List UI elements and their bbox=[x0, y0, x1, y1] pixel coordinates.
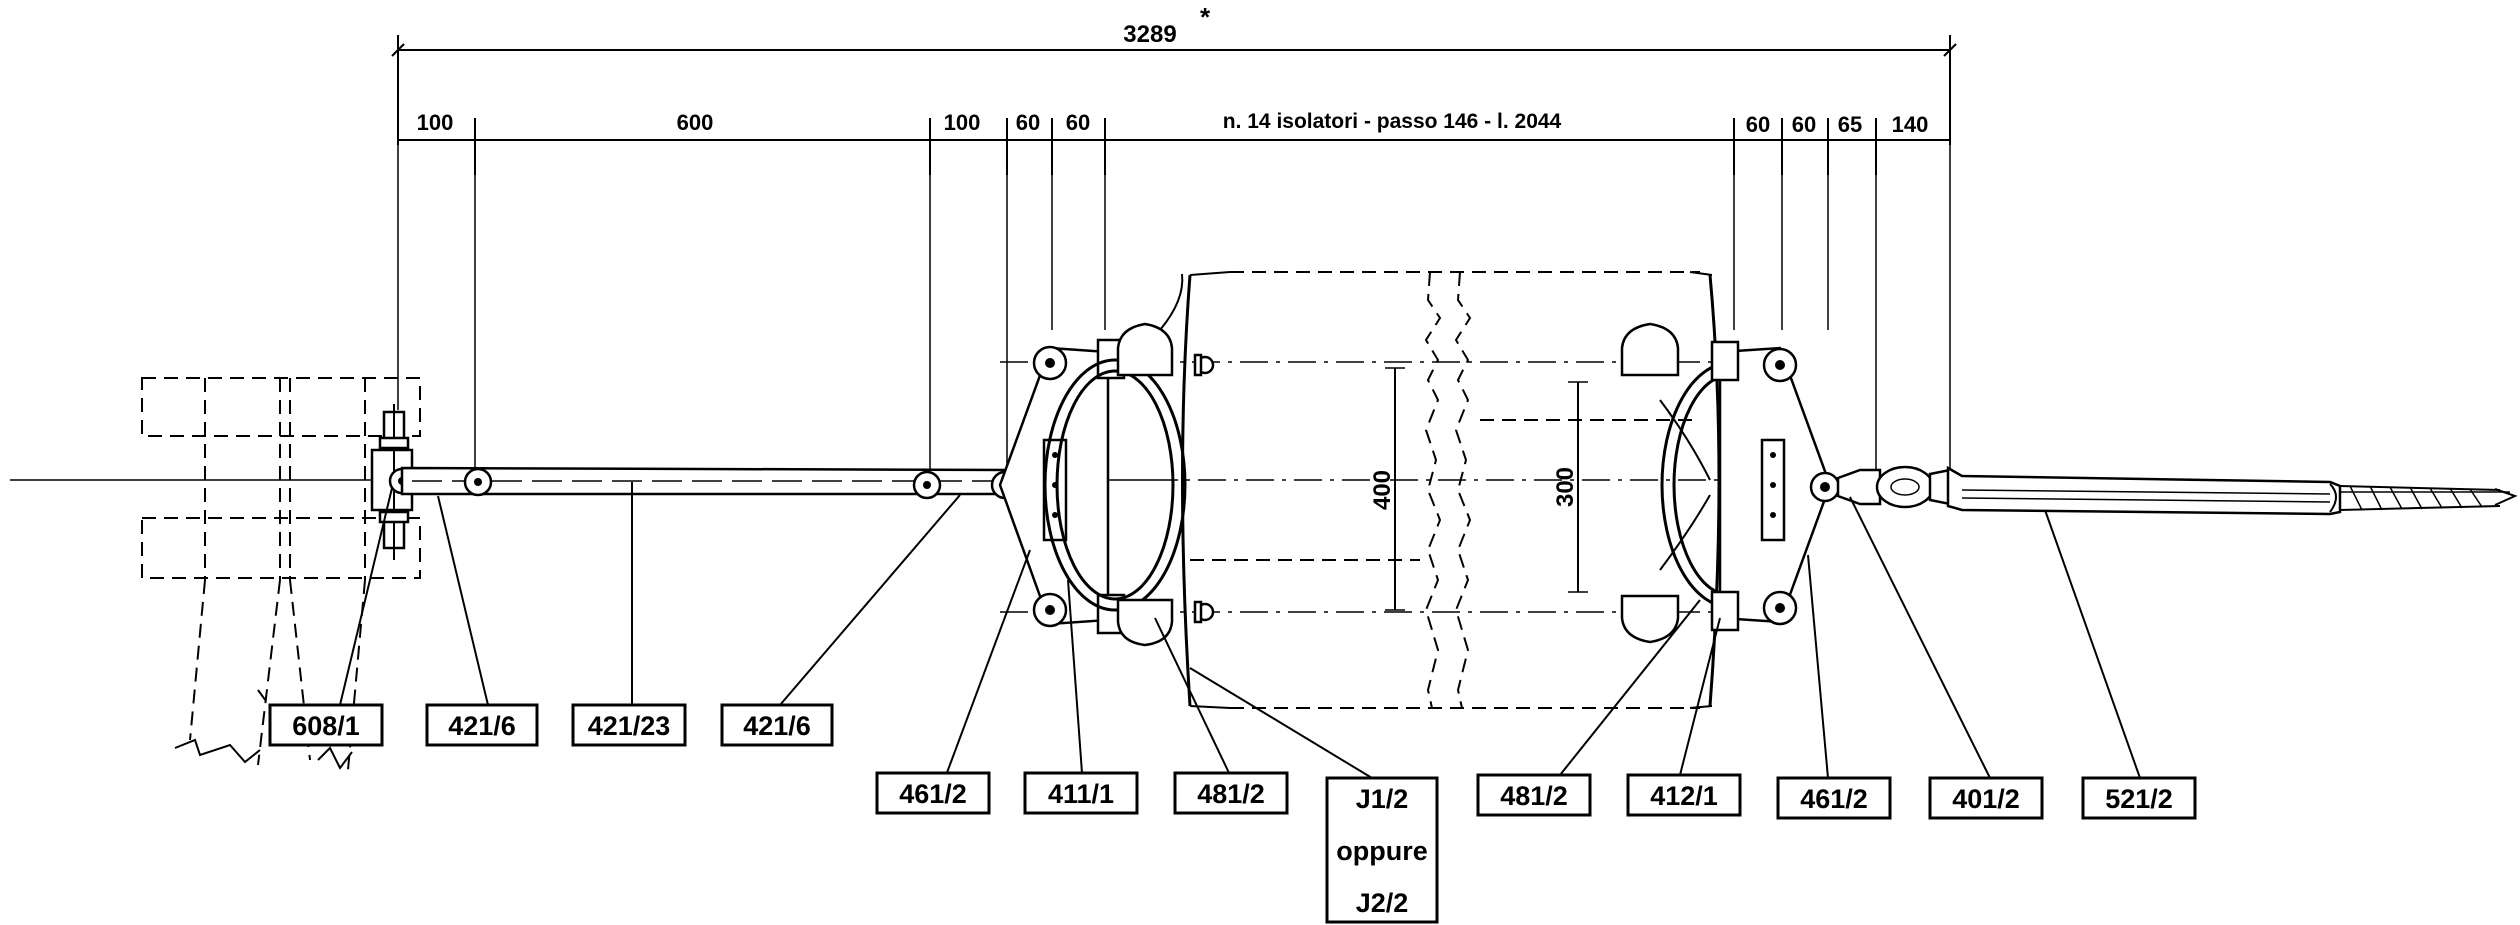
insulator-caps-right bbox=[1620, 322, 1711, 644]
part-label-608-1: 608/1 bbox=[268, 703, 384, 747]
alternative-word: oppure bbox=[1336, 836, 1428, 866]
svg-text:461/2: 461/2 bbox=[899, 779, 967, 809]
dimension-segment-10: 140 bbox=[1892, 112, 1929, 137]
dimension-segment-9: 65 bbox=[1838, 112, 1862, 137]
dimension-segment-5: 60 bbox=[1066, 110, 1090, 135]
svg-text:481/2: 481/2 bbox=[1197, 779, 1265, 809]
dimension-segment-1: 100 bbox=[417, 110, 454, 135]
svg-text:401/2: 401/2 bbox=[1952, 784, 2020, 814]
dimension-segment-3: 100 bbox=[944, 110, 981, 135]
svg-text:421/6: 421/6 bbox=[743, 711, 811, 741]
part-label-j1-2-oppure-j2-2: J1/2 oppure J2/2 bbox=[1325, 776, 1439, 924]
tension-clamp-521-2 bbox=[1946, 465, 2342, 516]
part-label-481-2-right: 481/2 bbox=[1476, 773, 1592, 817]
svg-text:421/6: 421/6 bbox=[448, 711, 516, 741]
svg-text:461/2: 461/2 bbox=[1800, 784, 1868, 814]
part-label-411-1: 411/1 bbox=[1023, 771, 1139, 815]
leader-lines bbox=[339, 482, 2141, 779]
svg-text:412/1: 412/1 bbox=[1650, 781, 1718, 811]
svg-text:481/2: 481/2 bbox=[1500, 781, 1568, 811]
dimension-lines bbox=[391, 35, 1957, 611]
conductor-cable bbox=[2339, 485, 2518, 511]
dimension-segment-8: 60 bbox=[1792, 112, 1816, 137]
dimension-height-300: 300 bbox=[1552, 467, 1579, 507]
insulator-caps-left bbox=[1116, 273, 1184, 647]
dimension-segment-7: 60 bbox=[1746, 112, 1770, 137]
insulator-string bbox=[1181, 271, 1721, 709]
yoke-plate-right bbox=[1710, 340, 1841, 632]
tower-crossarm bbox=[141, 377, 421, 771]
part-label-421-6-left: 421/6 bbox=[425, 703, 539, 747]
part-label-401-2: 401/2 bbox=[1928, 776, 2044, 820]
alternative-code: J2/2 bbox=[1356, 888, 1409, 918]
guard-ring-left bbox=[1043, 358, 1187, 612]
dimension-segment-4: 60 bbox=[1016, 110, 1040, 135]
shackle-401-2 bbox=[1836, 465, 1952, 509]
part-label-521-2: 521/2 bbox=[2081, 776, 2197, 820]
part-label-421-6-right: 421/6 bbox=[720, 703, 834, 747]
dimension-insulator-string: n. 14 isolatori - passo 146 - l. 2044 bbox=[1223, 110, 1562, 133]
yoke-plate-left bbox=[998, 338, 1126, 635]
extension-rod-421 bbox=[400, 466, 1020, 500]
part-label-412-1: 412/1 bbox=[1626, 773, 1742, 817]
part-label-481-2-left: 481/2 bbox=[1173, 771, 1289, 815]
svg-text:608/1: 608/1 bbox=[292, 711, 360, 741]
dimension-height-400: 400 bbox=[1369, 470, 1396, 510]
part-label-421-23: 421/23 bbox=[571, 703, 687, 747]
part-label-461-2-right: 461/2 bbox=[1776, 776, 1892, 820]
dimension-segment-2: 600 bbox=[677, 110, 714, 135]
dimension-total-mark: * bbox=[1200, 2, 1211, 32]
dimension-total: 3289 bbox=[1123, 21, 1176, 48]
svg-text:421/23: 421/23 bbox=[588, 711, 671, 741]
svg-text:521/2: 521/2 bbox=[2105, 784, 2173, 814]
svg-text:J1/2: J1/2 bbox=[1356, 784, 1409, 814]
svg-text:411/1: 411/1 bbox=[1048, 779, 1114, 809]
part-label-461-2-left: 461/2 bbox=[875, 771, 991, 815]
tower-attachment-608-1 bbox=[370, 404, 416, 560]
